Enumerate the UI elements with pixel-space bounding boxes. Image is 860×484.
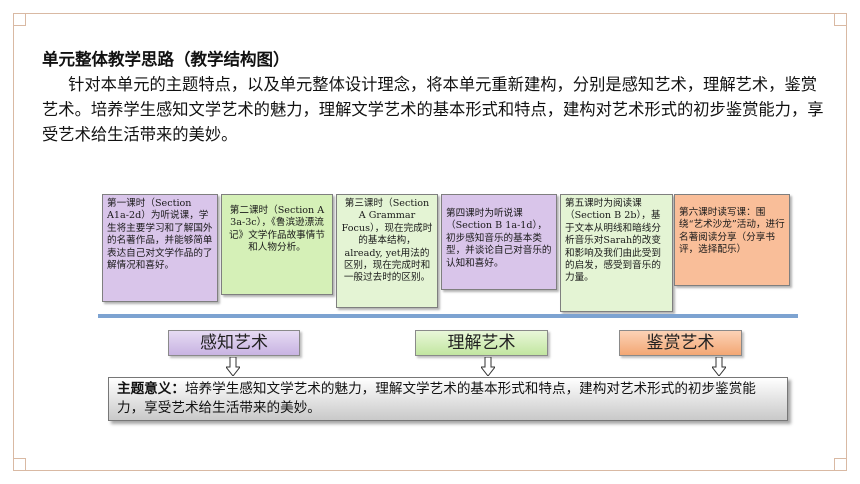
frame-corner-bottom-right	[834, 458, 846, 470]
frame-corner-top-right	[834, 14, 846, 26]
intro-paragraph: 针对本单元的主题特点，以及单元整体设计理念，将本单元重新建构，分别是感知艺术，理…	[42, 75, 824, 144]
section-heading: 单元整体教学思路（教学结构图）	[42, 50, 290, 69]
lesson-box-6: 第六课时读写课：围绕“艺术沙龙”活动，进行名著阅读分享（分享书评，选择配乐）	[674, 194, 790, 286]
slide-frame	[13, 13, 847, 471]
down-arrow-icon	[481, 357, 495, 376]
frame-corner-top-left	[14, 14, 26, 26]
theme-label: 主题意义：	[117, 381, 185, 397]
lesson-box-4: 第四课时为听说课（Section B 1a-1d），初步感知音乐的基本类型，并谈…	[441, 194, 557, 290]
teaching-structure-diagram: 第一课时（Section A1a-2d）为听说课，学生将主要学习和了解国外的名著…	[98, 194, 818, 434]
down-arrow-icon	[712, 357, 726, 376]
down-arrow-icon	[226, 357, 240, 376]
lesson-box-1: 第一课时（Section A1a-2d）为听说课，学生将主要学习和了解国外的名著…	[102, 194, 218, 302]
lesson-box-5: 第五课时为阅读课（Section B 2b），基于文本从明线和暗线分析音乐对Sa…	[560, 194, 673, 312]
category-understand-art: 理解艺术	[415, 330, 548, 356]
category-appreciate-art: 鉴赏艺术	[619, 330, 742, 356]
lesson-box-3: 第三课时（Section A Grammar Focus），现在完成时的基本结构…	[336, 194, 438, 308]
theme-significance-box: 主题意义：培养学生感知文学艺术的魅力，理解文学艺术的基本形式和特点，建构对艺术形…	[108, 377, 788, 421]
frame-corner-bottom-left	[14, 458, 26, 470]
category-perceive-art: 感知艺术	[168, 330, 300, 356]
lesson-box-2: 第二课时（Section A 3a-3c），《鲁滨逊漂流记》文学作品故事情节和人…	[221, 194, 333, 295]
divider-line	[98, 314, 798, 318]
theme-text: 培养学生感知文学艺术的魅力，理解文学艺术的基本形式和特点，建构对艺术形式的初步鉴…	[117, 381, 756, 416]
